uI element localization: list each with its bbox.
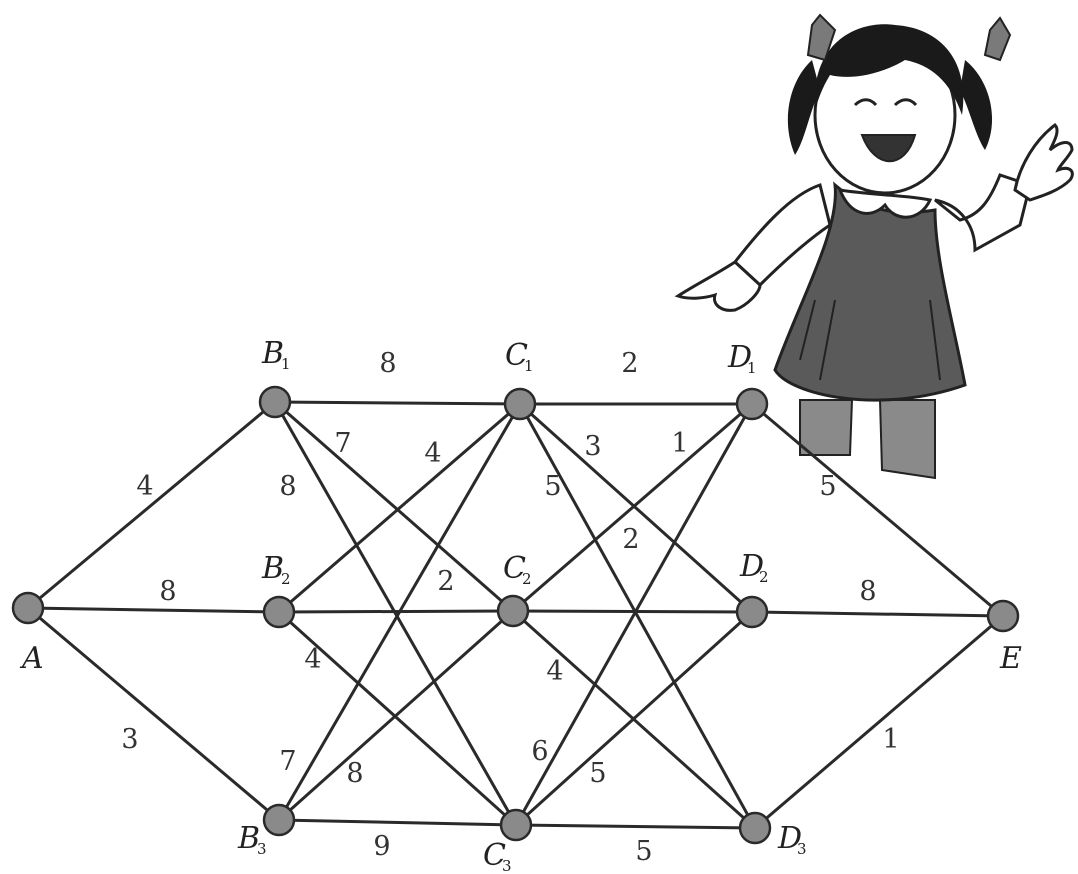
node-subscript-D1: 1 xyxy=(747,359,757,377)
edge-weight-C1-D1: 2 xyxy=(621,348,638,379)
node-subscript-D2: 2 xyxy=(759,568,769,586)
node-label-E: E xyxy=(999,641,1022,676)
edge-weight-D1-E: 5 xyxy=(819,471,836,502)
edge-weight-B1-C2: 7 xyxy=(334,428,351,459)
node-subscript-C1: 1 xyxy=(524,357,534,375)
edge-weight-A-B2: 8 xyxy=(159,576,176,607)
edge-weight-A-B1: 4 xyxy=(136,471,153,502)
edge-weight-B3-C2: 8 xyxy=(346,758,363,789)
edge-weight-B3-C1: 7 xyxy=(279,746,296,777)
node-C2 xyxy=(498,596,528,626)
edge-A-B2 xyxy=(28,608,279,612)
edge-B3-C3 xyxy=(279,820,516,825)
node-E xyxy=(988,601,1018,631)
edge-C3-D1 xyxy=(516,404,752,825)
edge-weight-C2-D3: 4 xyxy=(546,656,563,687)
edge-D1-E xyxy=(752,404,1003,616)
node-D1 xyxy=(737,389,767,419)
edge-weight-B2-C3: 4 xyxy=(304,644,321,675)
edge-A-B3 xyxy=(28,608,279,820)
edge-B2-C2 xyxy=(279,611,513,612)
node-B1 xyxy=(260,387,290,417)
node-B2 xyxy=(264,597,294,627)
edge-D2-E xyxy=(752,612,1003,616)
edge-weight-B3-C3: 9 xyxy=(373,831,390,862)
node-subscript-B3: 3 xyxy=(257,840,267,858)
edge-weight-C2-D2: 2 xyxy=(622,524,639,555)
edge-C1-D3 xyxy=(520,404,755,828)
edge-C3-D3 xyxy=(516,825,755,828)
node-subscript-D3: 3 xyxy=(797,840,807,858)
node-B3 xyxy=(264,805,294,835)
edge-weight-C2-D1: 1 xyxy=(671,428,688,459)
node-label-A: A xyxy=(19,641,44,676)
edge-weight-B1-C3: 8 xyxy=(279,471,296,502)
node-subscript-B1: 1 xyxy=(281,355,291,373)
edge-weight-C3-D1: 6 xyxy=(531,736,548,767)
edge-C2-D2 xyxy=(513,611,752,612)
node-C3 xyxy=(501,810,531,840)
edge-weight-B2-C2: 2 xyxy=(437,566,454,597)
edge-B1-C2 xyxy=(275,402,513,611)
node-D3 xyxy=(740,813,770,843)
edge-A-B1 xyxy=(28,402,275,608)
node-subscript-C3: 3 xyxy=(502,857,512,874)
edge-weight-A-B3: 3 xyxy=(121,724,138,755)
node-A xyxy=(13,593,43,623)
node-D2 xyxy=(737,597,767,627)
edge-weight-D2-E: 8 xyxy=(859,576,876,607)
edge-B2-C1 xyxy=(279,404,520,612)
edge-weight-B2-C1: 4 xyxy=(424,438,441,469)
edge-weight-C3-D3: 5 xyxy=(635,836,652,867)
edge-D3-E xyxy=(755,616,1003,828)
edge-weight-C1-D2: 3 xyxy=(584,431,601,462)
node-subscript-C2: 2 xyxy=(522,570,532,588)
edge-weight-B1-C1: 8 xyxy=(379,348,396,379)
edge-weight-D3-E: 1 xyxy=(882,724,899,755)
edge-B1-C1 xyxy=(275,402,520,404)
node-C1 xyxy=(505,389,535,419)
edge-weight-C3-D2: 5 xyxy=(589,758,606,789)
node-subscript-B2: 2 xyxy=(281,570,291,588)
edge-weight-C1-D3: 5 xyxy=(544,471,561,502)
